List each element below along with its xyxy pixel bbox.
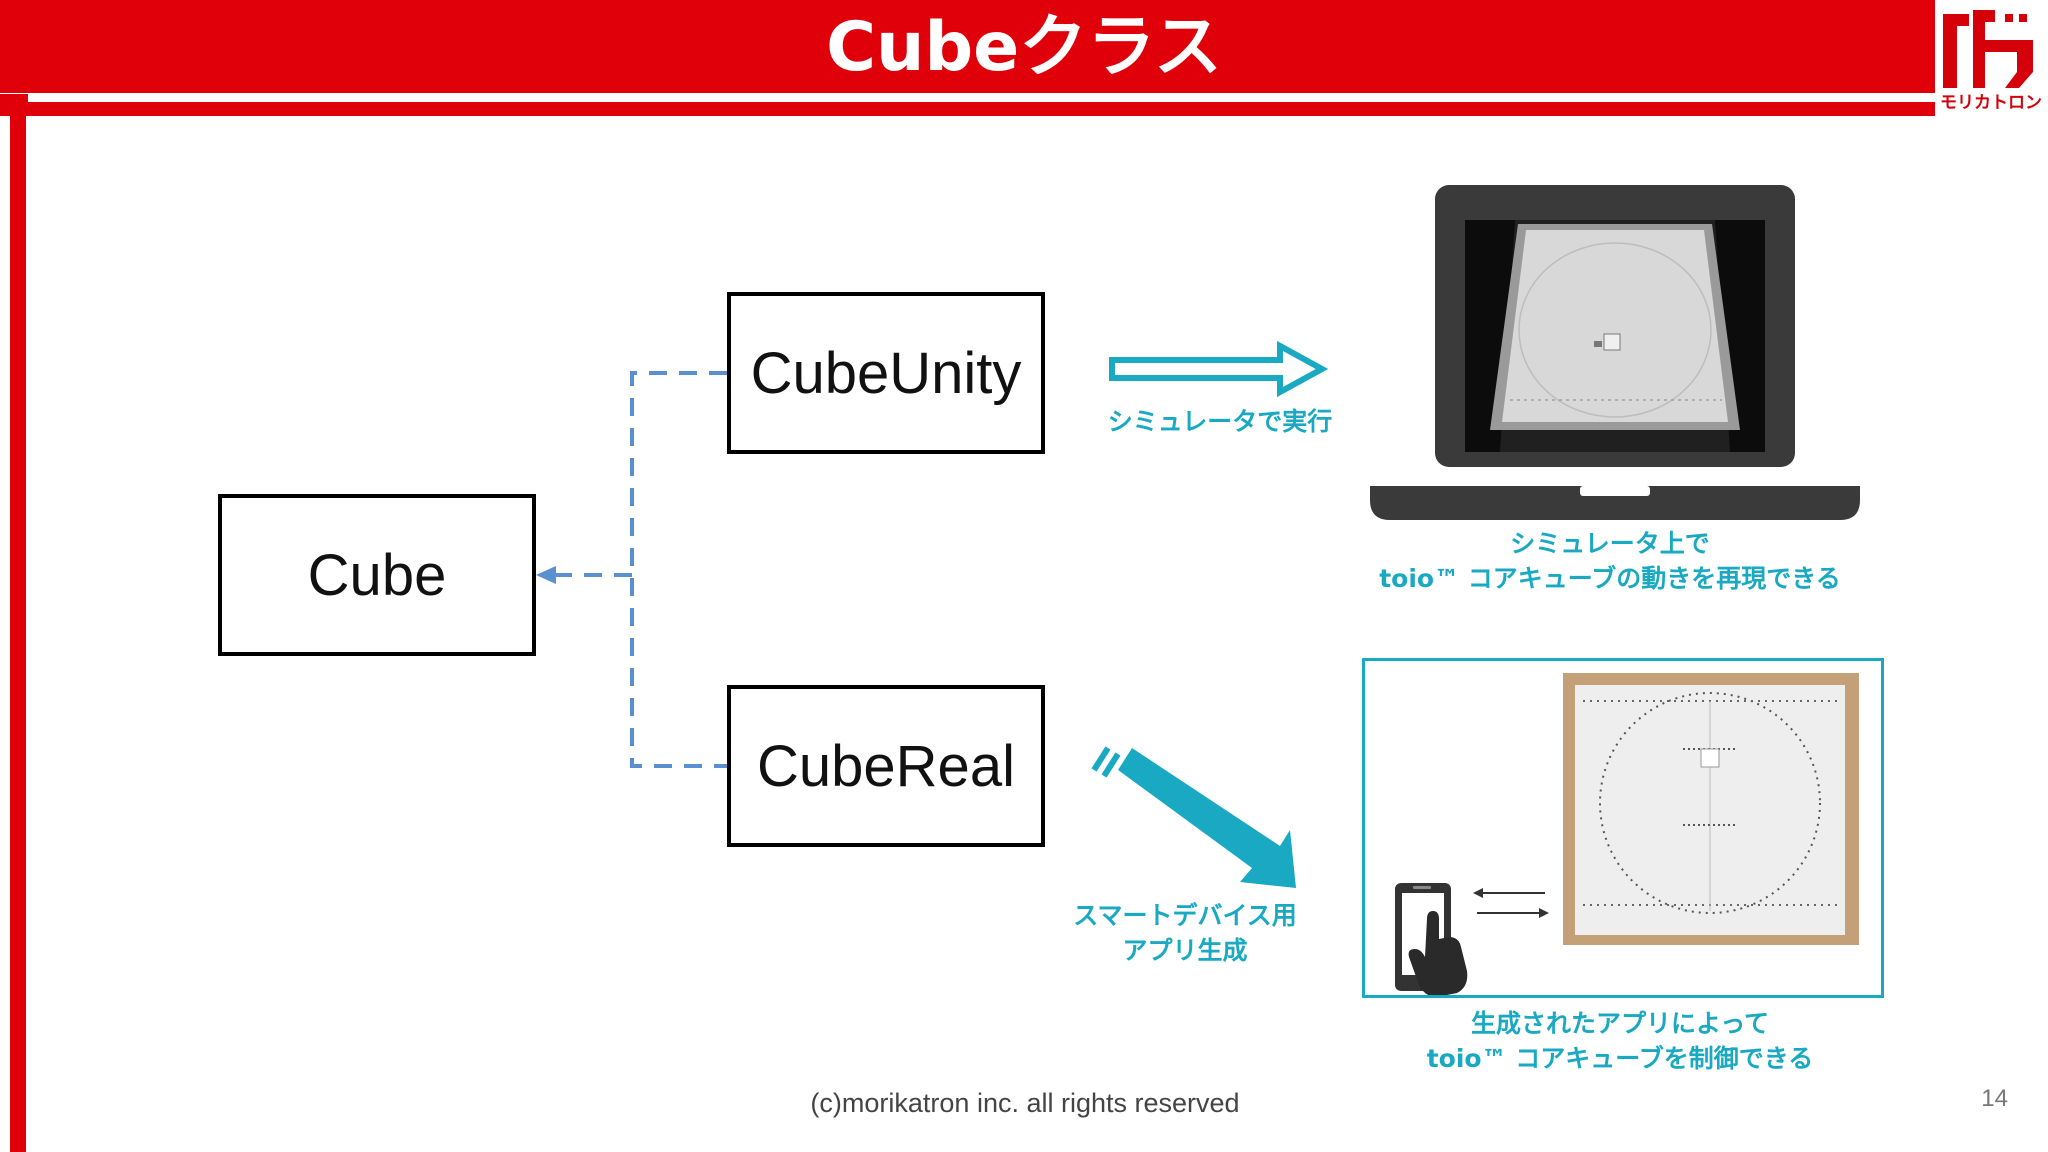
real-device-panel [1362, 658, 1884, 998]
cubereal-class-label: CubeReal [757, 733, 1015, 799]
slide-title: Cubeクラス [826, 8, 1222, 87]
caption-simulator-desc: シミュレータ上で toio™ コアキューブの動きを再現できる [1360, 526, 1860, 596]
caption-app-line1: スマートデバイス用 [1073, 901, 1297, 930]
laptop-simulator-illustration [1370, 185, 1860, 520]
caption-real-line2: toio™ コアキューブを制御できる [1426, 1044, 1814, 1073]
morikatron-logo: モリカトロン [1935, 0, 2048, 116]
simulated-cube [1603, 333, 1621, 351]
inheritance-arrowhead [536, 566, 556, 584]
header-bar [0, 0, 1935, 93]
inheritance-connector [548, 371, 727, 768]
header-separator [28, 94, 1935, 102]
hand-tap-icon [1408, 911, 1468, 997]
cubereal-class-box: CubeReal [727, 685, 1045, 847]
cubeunity-class-box: CubeUnity [727, 292, 1045, 454]
real-cube [1700, 748, 1720, 768]
page-number: 14 [1981, 1085, 2008, 1112]
caption-simulator-run: シミュレータで実行 [1107, 407, 1333, 436]
logo-mark: モリカトロン [1935, 0, 2048, 116]
cube-class-label: Cube [307, 542, 447, 608]
caption-real-line1: 生成されたアプリによって [1470, 1009, 1769, 1038]
left-accent-bar [10, 94, 26, 1152]
simulator-arrow [1109, 340, 1329, 398]
caption-simulator-line1: シミュレータ上で [1510, 529, 1710, 558]
caption-real-desc: 生成されたアプリによって toio™ コアキューブを制御できる [1370, 1006, 1870, 1076]
svg-text:モリカトロン: モリカトロン [1940, 93, 2042, 113]
copyright-footer: (c)morikatron inc. all rights reserved [810, 1088, 1240, 1118]
laptop-base [1370, 486, 1860, 520]
caption-app-generation: スマートデバイス用 アプリ生成 [1050, 898, 1320, 968]
simulated-mat [1502, 230, 1728, 422]
caption-simulator-line2: toio™ コアキューブの動きを再現できる [1379, 564, 1841, 593]
caption-app-line2: アプリ生成 [1122, 936, 1248, 965]
cubeunity-class-label: CubeUnity [750, 340, 1022, 406]
real-device-illustration [1395, 673, 1859, 997]
cube-class-box: Cube [218, 494, 536, 656]
real-device-arrow [1091, 746, 1296, 888]
